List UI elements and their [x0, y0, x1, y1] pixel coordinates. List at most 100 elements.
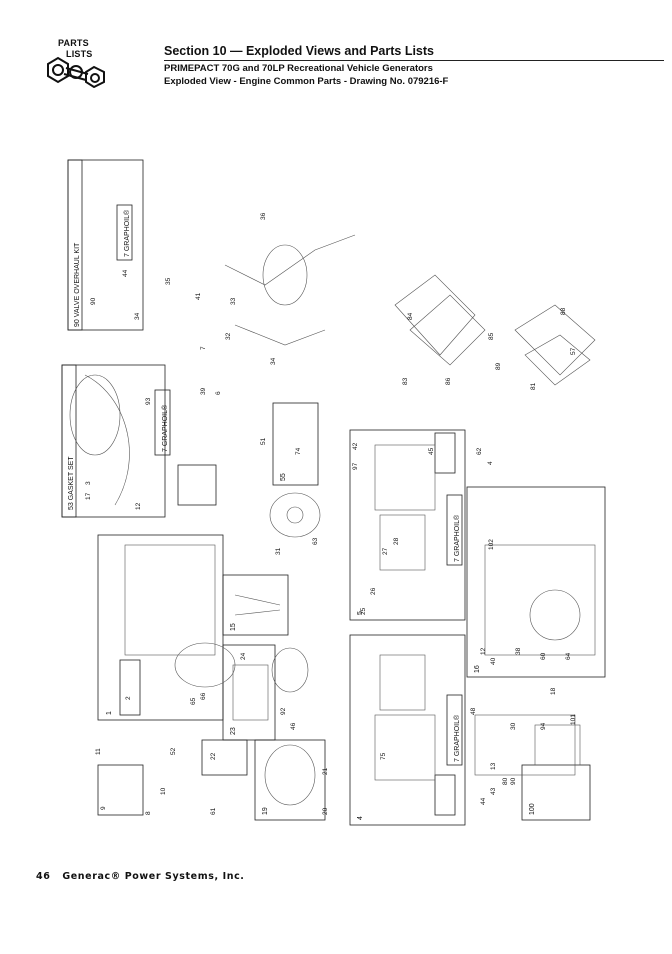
callout: 21: [322, 767, 329, 775]
callout: 61: [210, 807, 217, 815]
graphoil-label-1: 7 GRAPHOIL®: [123, 209, 131, 257]
callout: 65: [190, 697, 197, 705]
section-title: Section 10 — Exploded Views and Parts Li…: [164, 44, 434, 58]
box-label-23: 23: [230, 727, 237, 735]
box-label-19: 19: [262, 807, 269, 815]
callout: 32: [225, 332, 232, 340]
callout: 102: [488, 539, 495, 550]
callout: 60: [540, 652, 547, 660]
box-label-4: 4: [357, 816, 364, 820]
callout: 64: [565, 652, 572, 660]
callout: 44: [122, 269, 129, 277]
box-label-5: 5: [357, 611, 364, 615]
box-4-graphoil: [446, 694, 463, 766]
callout: 34: [270, 357, 277, 365]
callout: 88: [560, 307, 567, 315]
logo-line1: PARTS: [58, 38, 89, 48]
callout: 27: [382, 547, 389, 555]
box-5-sub: [434, 432, 456, 474]
callout: 28: [393, 537, 400, 545]
box-22: [201, 739, 248, 776]
callout: 10: [160, 787, 167, 795]
logo-line2: LISTS: [66, 49, 93, 59]
box-55: [272, 402, 319, 486]
callout: 34: [134, 312, 141, 320]
callout: 24: [240, 652, 247, 660]
gasket-graphoil-box: [154, 389, 171, 456]
box-16: [466, 486, 606, 678]
box-15: [222, 574, 289, 636]
callout: 48: [470, 707, 477, 715]
header-rule: [164, 60, 664, 61]
footer-company: Generac® Power Systems, Inc.: [62, 871, 245, 882]
callout: 75: [380, 752, 387, 760]
callout: 101: [570, 714, 577, 725]
callout: 80: [502, 777, 509, 785]
document-subtitle: PRIMEPACT 70G and 70LP Recreational Vehi…: [164, 63, 433, 74]
callout: 90: [90, 297, 97, 305]
callout: 43: [490, 787, 497, 795]
callout: 84: [407, 312, 414, 320]
gasket-sub-box: [177, 464, 217, 506]
callout: 9: [100, 806, 107, 810]
box-23: [222, 644, 276, 741]
box-label-1: 1: [106, 711, 113, 715]
callout: 90: [510, 777, 517, 785]
callout: 4: [487, 461, 494, 465]
gasket-kit-label: 53 GASKET SET: [68, 456, 75, 510]
callout: 39: [200, 387, 207, 395]
callout: 12: [480, 647, 487, 655]
callout: 66: [200, 692, 207, 700]
callout: 35: [165, 277, 172, 285]
callout: 41: [195, 292, 202, 300]
callout: 97: [352, 462, 359, 470]
valve-kit-label-strip: [67, 159, 83, 331]
graphoil-label-4: 7 GRAPHOIL®: [453, 714, 461, 762]
box-5-graphoil: [446, 494, 463, 566]
callout: 38: [515, 647, 522, 655]
callout: 17: [85, 492, 92, 500]
callout: 62: [476, 447, 483, 455]
callout: 86: [445, 377, 452, 385]
box-label-16: 16: [474, 665, 481, 673]
callout: 20: [322, 807, 329, 815]
callout: 44: [480, 797, 487, 805]
box-label-55: 55: [280, 473, 287, 481]
callout: 92: [280, 707, 287, 715]
callout: 12: [135, 502, 142, 510]
graphoil-label-2: 7 GRAPHOIL®: [161, 404, 169, 452]
box-9: [97, 764, 144, 816]
callout: 45: [428, 447, 435, 455]
callout: 30: [510, 722, 517, 730]
parts-lists-logo-icon: [47, 56, 105, 88]
box-4-sub: [434, 774, 456, 816]
callout: 31: [275, 547, 282, 555]
callout: 57: [570, 347, 577, 355]
callout: 3: [85, 481, 92, 485]
callout: 33: [230, 297, 237, 305]
exploded-view-drawing: 90 VALVE OVERHAUL KIT 53 GASKET SET 7 GR…: [61, 159, 606, 826]
callout: 6: [215, 391, 222, 395]
callout: 46: [290, 722, 297, 730]
callout: 74: [295, 447, 302, 455]
callout: 40: [490, 657, 497, 665]
callout: 26: [370, 587, 377, 595]
box-19: [254, 739, 326, 821]
valve-kit-label: 90 VALVE OVERHAUL KIT: [74, 242, 81, 327]
callout: 7: [200, 346, 207, 350]
callout: 25: [360, 607, 367, 615]
valve-kit-graphoil-box: [116, 204, 133, 261]
callout: 22: [210, 752, 217, 760]
callout: 63: [312, 537, 319, 545]
callout: 51: [260, 437, 267, 445]
callout: 89: [495, 362, 502, 370]
callout: 93: [145, 397, 152, 405]
page-number: 46: [36, 871, 51, 882]
callout: 2: [125, 696, 132, 700]
box-label-15: 15: [230, 623, 237, 631]
box-1: [97, 534, 224, 721]
callout: 18: [550, 687, 557, 695]
callout: 8: [145, 811, 152, 815]
callout: 83: [402, 377, 409, 385]
callout: 81: [530, 382, 537, 390]
